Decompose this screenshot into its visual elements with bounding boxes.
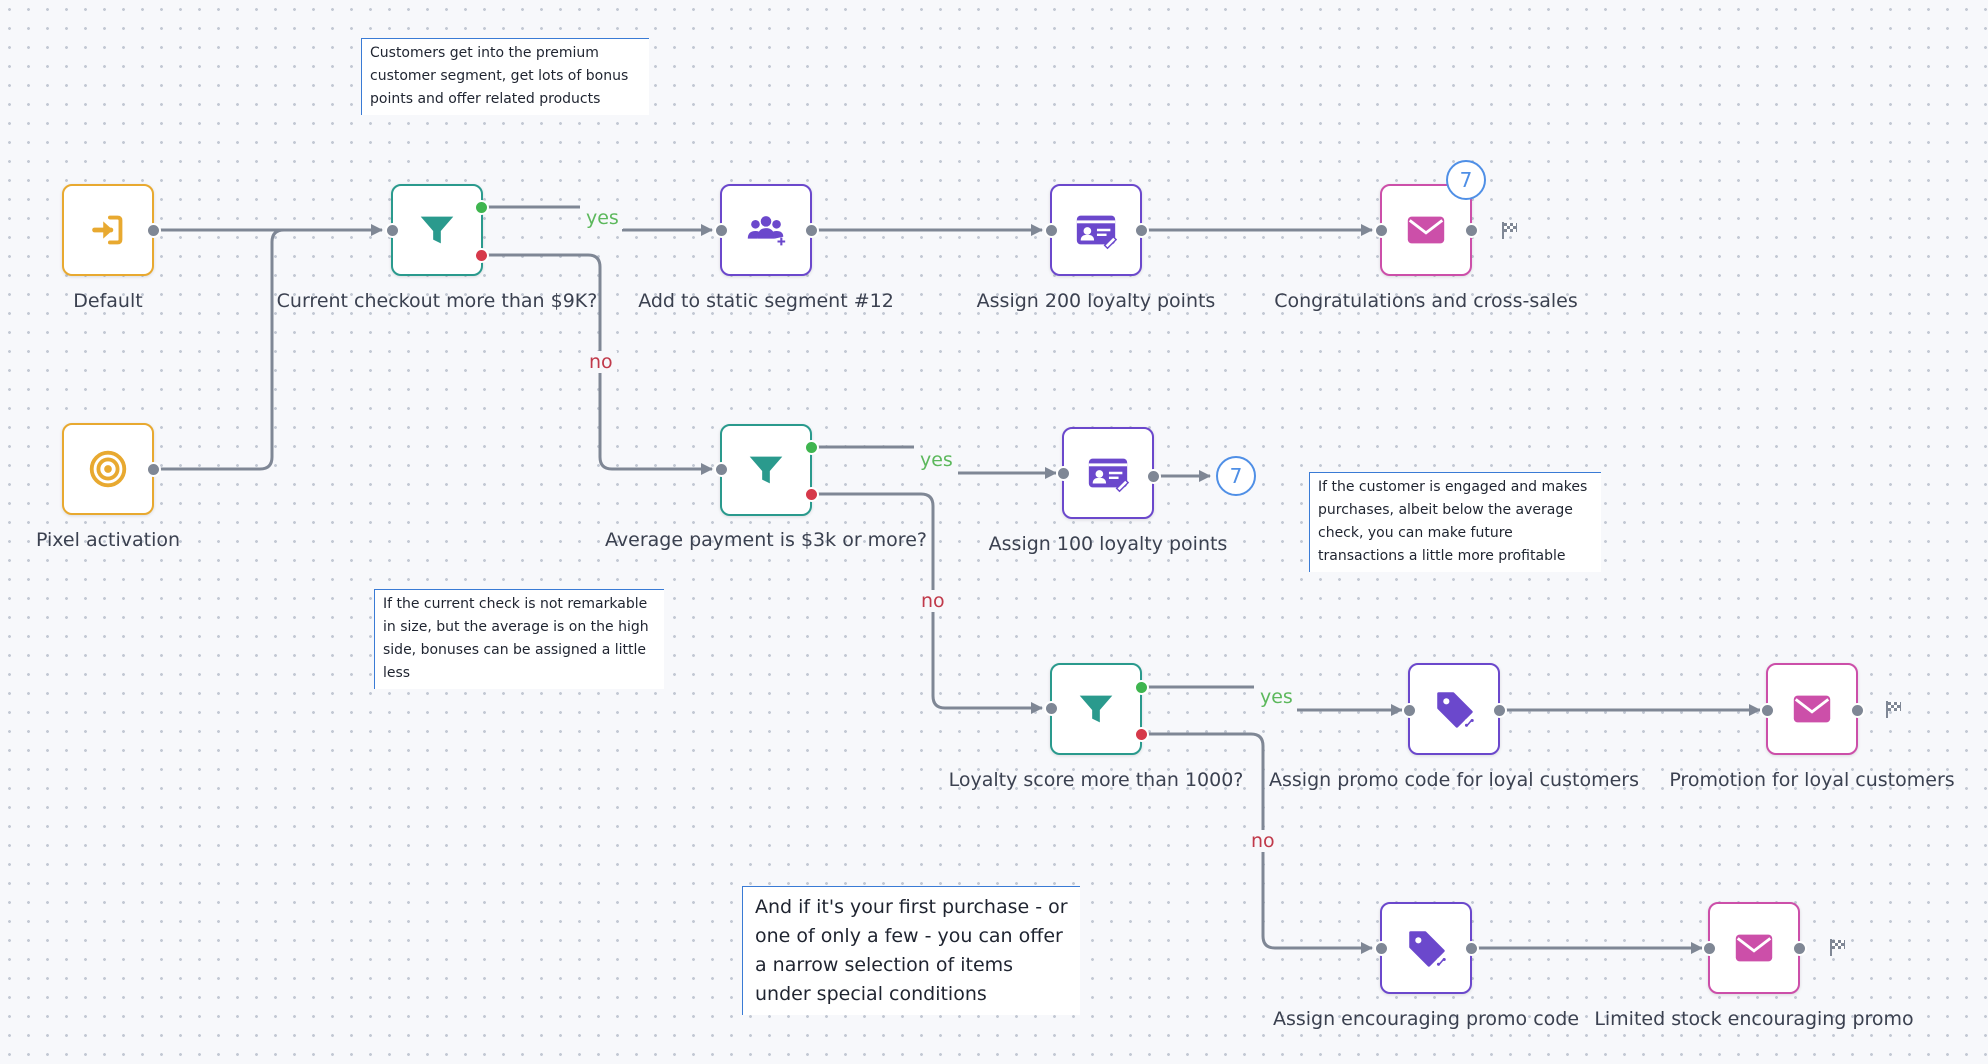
counter-badge-loyalty100[interactable]: 7 bbox=[1216, 456, 1256, 496]
note-premium-segment[interactable]: Customers get into the premium customer … bbox=[361, 38, 649, 115]
node-limited-stock[interactable] bbox=[1708, 902, 1800, 994]
finish-flag-icon bbox=[1502, 222, 1517, 239]
node-label-default: Default bbox=[73, 290, 143, 312]
node-promotion-loyal[interactable] bbox=[1766, 663, 1858, 755]
node-pixel-activation[interactable] bbox=[62, 423, 154, 515]
branch-label-avgpay-no: no bbox=[917, 590, 949, 612]
finish-flag-icon bbox=[1886, 701, 1901, 718]
node-label-avgpay: Average payment is $3k or more? bbox=[605, 529, 927, 551]
port-limited-in[interactable] bbox=[1702, 941, 1717, 956]
filter-icon bbox=[749, 456, 783, 484]
finish-flag-icon bbox=[1830, 939, 1845, 956]
port-congrats-out[interactable] bbox=[1464, 223, 1479, 238]
port-avgpay-no[interactable] bbox=[804, 487, 819, 502]
edge-checkout-yes bbox=[488, 205, 712, 230]
branch-label-score-no: no bbox=[1247, 830, 1279, 852]
port-promoLoyal-in[interactable] bbox=[1402, 703, 1417, 718]
port-loyalty200-in[interactable] bbox=[1044, 223, 1059, 238]
port-checkout-in[interactable] bbox=[385, 223, 400, 238]
id-card-icon bbox=[1088, 458, 1130, 493]
node-label-score: Loyalty score more than 1000? bbox=[948, 769, 1244, 791]
users-add-icon bbox=[747, 216, 786, 246]
port-default-out[interactable] bbox=[146, 223, 161, 238]
node-default[interactable] bbox=[62, 184, 154, 276]
note-engaged-customer[interactable]: If the customer is engaged and makes pur… bbox=[1309, 472, 1601, 572]
port-loyalty100-out[interactable] bbox=[1146, 469, 1161, 484]
target-icon bbox=[89, 450, 127, 488]
counter-badge-congrats[interactable]: 7 bbox=[1446, 160, 1486, 200]
envelope-icon bbox=[1407, 216, 1445, 244]
tag-percent-icon bbox=[1437, 692, 1474, 728]
port-promotion-out[interactable] bbox=[1850, 703, 1865, 718]
node-label-loyalty100: Assign 100 loyalty points bbox=[988, 533, 1228, 555]
port-avgpay-in[interactable] bbox=[714, 462, 729, 477]
node-loyalty-100[interactable] bbox=[1062, 427, 1154, 519]
node-label-promotionLoyal: Promotion for loyal customers bbox=[1669, 769, 1955, 791]
branch-label-score-yes: yes bbox=[1256, 686, 1297, 708]
filter-icon bbox=[1079, 695, 1113, 723]
port-promoEncourage-in[interactable] bbox=[1374, 941, 1389, 956]
port-loyalty200-out[interactable] bbox=[1134, 223, 1149, 238]
envelope-icon bbox=[1793, 695, 1831, 723]
sign-in-icon bbox=[92, 215, 123, 245]
note-average-payment[interactable]: If the current check is not remarkable i… bbox=[374, 589, 664, 689]
node-static-segment[interactable] bbox=[720, 184, 812, 276]
node-average-payment-filter[interactable] bbox=[720, 424, 812, 516]
port-pixel-out[interactable] bbox=[146, 462, 161, 477]
port-promoEncourage-out[interactable] bbox=[1464, 941, 1479, 956]
port-loyalty100-in[interactable] bbox=[1056, 466, 1071, 481]
branch-label-avgpay-yes: yes bbox=[916, 449, 957, 471]
port-score-yes[interactable] bbox=[1134, 680, 1149, 695]
port-promotion-in[interactable] bbox=[1760, 703, 1775, 718]
port-segment-out[interactable] bbox=[804, 223, 819, 238]
node-label-limitedStock: Limited stock encouraging promo bbox=[1594, 1008, 1914, 1030]
node-label-congrats: Congratulations and cross-sales bbox=[1274, 290, 1578, 312]
edge-avgpay-yes bbox=[818, 445, 1056, 473]
node-loyalty-score-filter[interactable] bbox=[1050, 663, 1142, 755]
port-score-in[interactable] bbox=[1044, 701, 1059, 716]
node-label-promoEncourage: Assign encouraging promo code bbox=[1272, 1008, 1580, 1030]
port-checkout-yes[interactable] bbox=[474, 200, 489, 215]
edge-pixel-checkout bbox=[158, 228, 300, 471]
node-label-pixel: Pixel activation bbox=[35, 529, 181, 551]
port-segment-in[interactable] bbox=[714, 223, 729, 238]
node-checkout-filter[interactable] bbox=[391, 184, 483, 276]
note-first-purchase[interactable]: And if it's your first purchase - or one… bbox=[742, 886, 1080, 1015]
node-promo-loyal[interactable] bbox=[1408, 663, 1500, 755]
node-loyalty-200[interactable] bbox=[1050, 184, 1142, 276]
branch-label-checkout-yes: yes bbox=[582, 207, 623, 229]
port-promoLoyal-out[interactable] bbox=[1492, 703, 1507, 718]
node-label-promoLoyal: Assign promo code for loyal customers bbox=[1269, 769, 1639, 791]
port-checkout-no[interactable] bbox=[474, 248, 489, 263]
id-card-icon bbox=[1076, 215, 1118, 250]
node-label-loyalty200: Assign 200 loyalty points bbox=[976, 290, 1216, 312]
node-label-segment: Add to static segment #12 bbox=[638, 290, 894, 312]
branch-label-checkout-no: no bbox=[585, 351, 617, 373]
node-promo-encourage[interactable] bbox=[1380, 902, 1472, 994]
port-limited-out[interactable] bbox=[1792, 941, 1807, 956]
tag-percent-icon bbox=[1409, 931, 1446, 967]
port-avgpay-yes[interactable] bbox=[804, 440, 819, 455]
filter-icon bbox=[420, 216, 454, 244]
edge-score-yes bbox=[1146, 685, 1402, 710]
envelope-icon bbox=[1735, 934, 1773, 962]
port-congrats-in[interactable] bbox=[1374, 223, 1389, 238]
port-score-no[interactable] bbox=[1134, 727, 1149, 742]
node-label-checkout: Current checkout more than $9K? bbox=[276, 290, 598, 312]
